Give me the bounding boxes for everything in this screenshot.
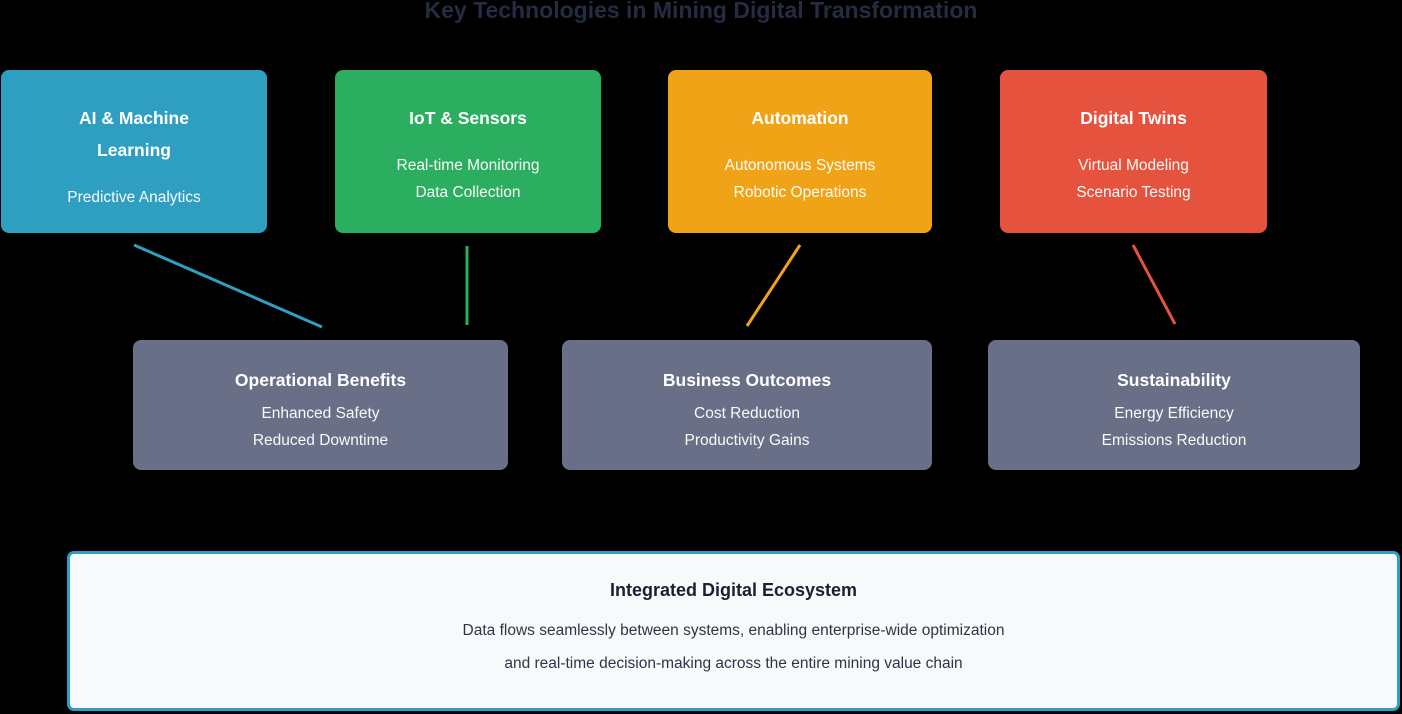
connector-twins-to-sustainability — [1131, 244, 1177, 325]
tech-box-title: IoT & Sensors — [409, 108, 527, 128]
ecosystem-title: Integrated Digital Ecosystem — [609, 580, 858, 600]
tech-feature: Autonomous Systems — [724, 157, 876, 174]
tech-box-title: Digital Twins — [1080, 108, 1187, 128]
tech-box-automation: Automation Autonomous Systems Robotic Op… — [668, 70, 932, 233]
connector-automation-to-business — [745, 244, 802, 327]
tech-box-title: AI & Machine Learning — [79, 108, 189, 160]
outcome-box-sustainability: Sustainability Energy Efficiency Emissio… — [988, 340, 1360, 470]
tech-feature: Virtual Modeling — [1078, 157, 1189, 174]
outcome-box-operational-benefits: Operational Benefits Enhanced Safety Red… — [133, 340, 508, 470]
ecosystem-banner: Integrated Digital Ecosystem Data flows … — [67, 551, 1400, 711]
outcome-feature: Energy Efficiency — [1114, 405, 1234, 422]
outcome-box-title: Operational Benefits — [234, 370, 407, 390]
outcome-feature: Emissions Reduction — [1101, 432, 1247, 449]
ecosystem-description-line: and real-time decision-making across the… — [504, 655, 963, 672]
tech-box-title: Automation — [751, 108, 849, 128]
tech-feature: Real-time Monitoring — [396, 157, 540, 174]
tech-box-ai-machine-learning: AI & Machine Learning Predictive Analyti… — [1, 70, 267, 233]
tech-box-iot-sensors: IoT & Sensors Real-time Monitoring Data … — [335, 70, 601, 233]
outcome-box-title: Business Outcomes — [662, 370, 832, 390]
ecosystem-description-line: Data flows seamlessly between systems, e… — [462, 622, 1005, 639]
tech-feature: Scenario Testing — [1076, 184, 1191, 201]
diagram-title: Key Technologies in Mining Digital Trans… — [424, 0, 978, 23]
tech-feature: Data Collection — [415, 184, 521, 201]
outcome-feature: Cost Reduction — [694, 405, 800, 422]
outcome-box-title: Sustainability — [1117, 370, 1231, 390]
tech-box-digital-twins: Digital Twins Virtual Modeling Scenario … — [1000, 70, 1267, 233]
tech-feature: Predictive Analytics — [67, 189, 201, 206]
outcome-feature: Productivity Gains — [684, 432, 810, 449]
outcome-feature: Enhanced Safety — [261, 405, 380, 422]
outcome-feature: Reduced Downtime — [252, 432, 389, 449]
outcome-box-business-outcomes: Business Outcomes Cost Reduction Product… — [562, 340, 932, 470]
tech-feature: Robotic Operations — [733, 184, 867, 201]
connector-ai-to-operational — [133, 243, 323, 329]
